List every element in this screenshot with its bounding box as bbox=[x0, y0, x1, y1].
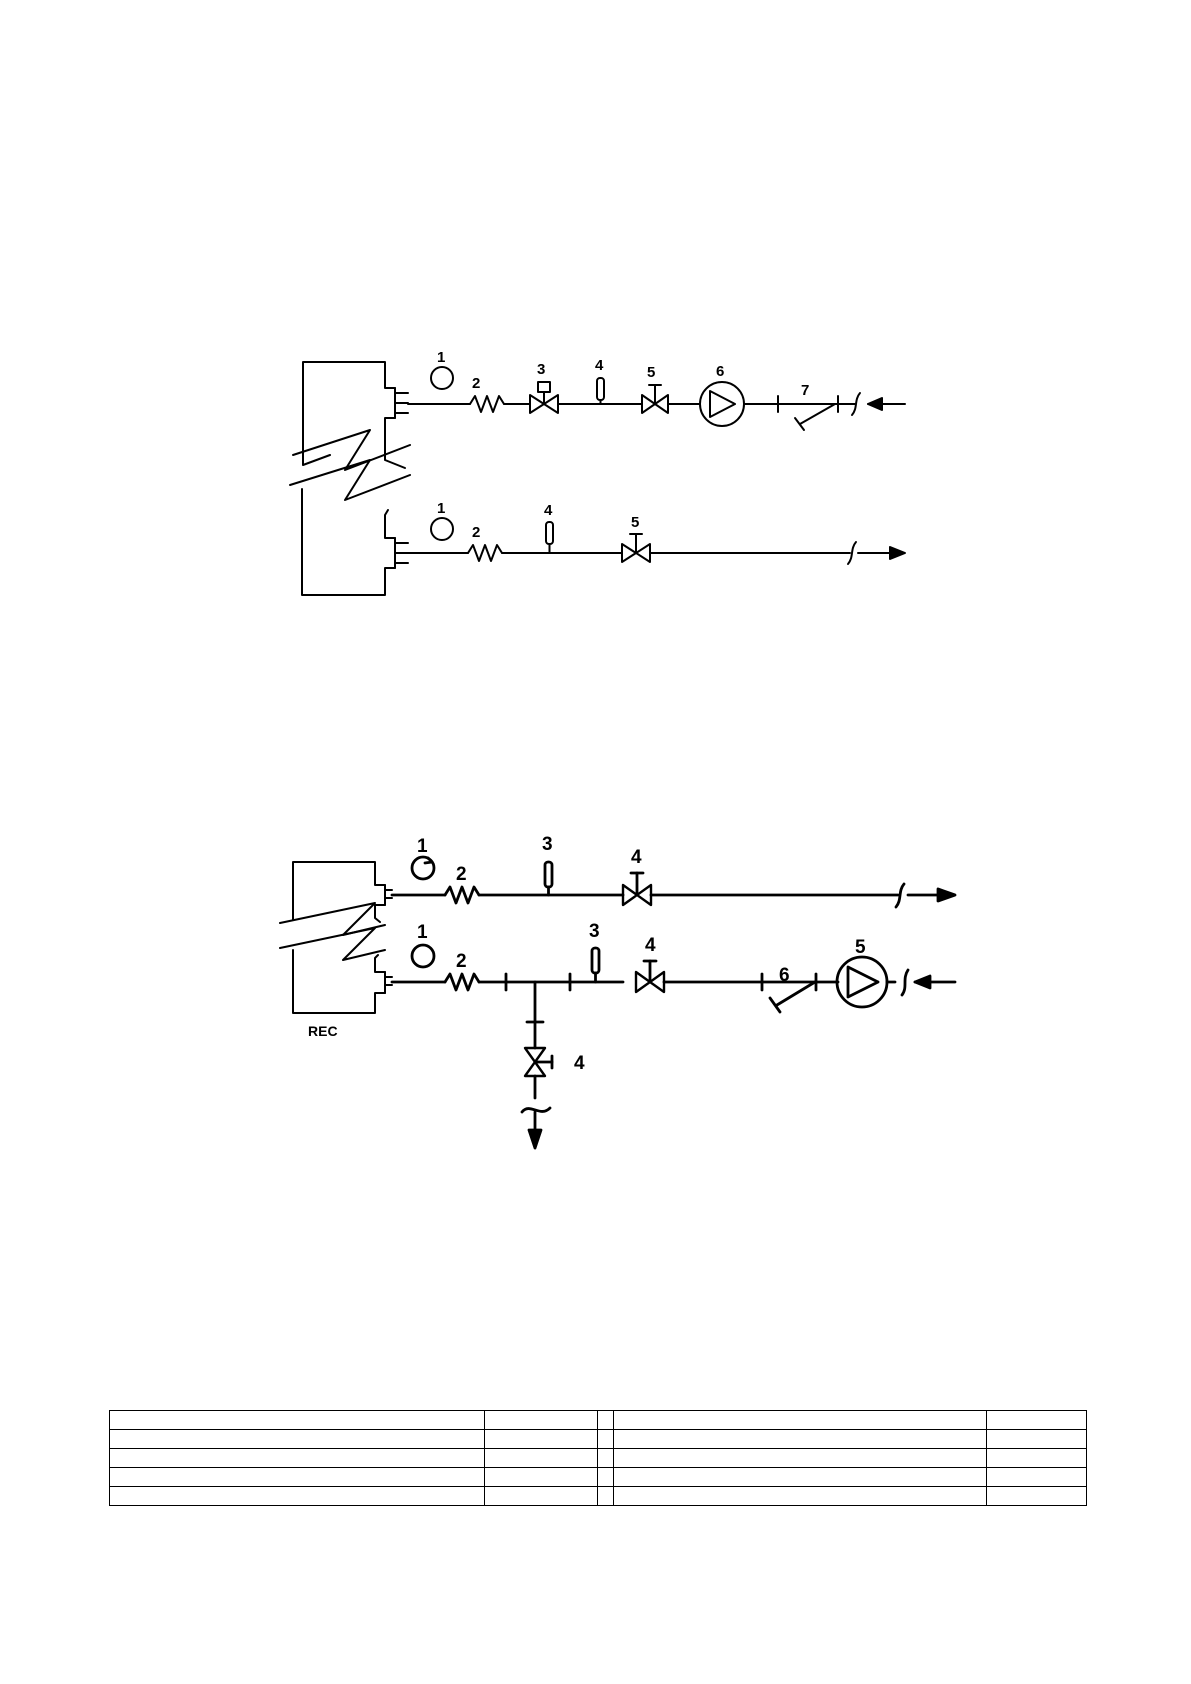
label-upper-flex-joint: 2 bbox=[456, 864, 467, 885]
table-cell bbox=[597, 1429, 614, 1449]
diagram-2: 1 2 3 4 1 2 3 4 5 6 4 REC bbox=[279, 834, 957, 1150]
pump-icon bbox=[699, 381, 745, 427]
label-upper-gauge: 1 bbox=[417, 836, 428, 857]
diagram-1-labels: 1 2 3 4 5 6 7 1 2 4 5 bbox=[437, 349, 809, 541]
label-return-shutoff-valve: 5 bbox=[631, 514, 639, 531]
flow-arrow-left-icon bbox=[867, 397, 883, 411]
table-cell bbox=[986, 1410, 1087, 1430]
table-row bbox=[109, 1467, 1087, 1487]
table-cell bbox=[597, 1410, 614, 1430]
lower-line-2 bbox=[390, 943, 957, 1014]
table-cell bbox=[597, 1467, 614, 1487]
table-cell bbox=[986, 1448, 1087, 1468]
supply-line-1 bbox=[407, 366, 906, 431]
table-cell bbox=[484, 1429, 598, 1449]
table-cell bbox=[109, 1448, 485, 1468]
label-gauge: 1 bbox=[437, 349, 445, 366]
unit-body-1 bbox=[289, 361, 411, 596]
table-cell bbox=[109, 1410, 485, 1430]
pressure-gauge-icon bbox=[430, 366, 454, 390]
table-row bbox=[109, 1429, 1087, 1449]
label-lower-pump: 5 bbox=[855, 937, 866, 958]
unit-body-2 bbox=[279, 861, 393, 1014]
table-cell bbox=[484, 1410, 598, 1430]
label-drain-valve: 4 bbox=[574, 1053, 585, 1074]
label-return-gauge: 1 bbox=[437, 500, 445, 517]
label-lower-valve: 4 bbox=[645, 935, 656, 956]
table-cell bbox=[613, 1448, 987, 1468]
label-shutoff-valve: 5 bbox=[647, 364, 655, 381]
shutoff-valve-icon bbox=[641, 384, 669, 414]
table-cell bbox=[597, 1448, 614, 1468]
table-cell bbox=[109, 1467, 485, 1487]
table-cell bbox=[484, 1467, 598, 1487]
table-cell bbox=[484, 1448, 598, 1468]
table-cell bbox=[597, 1486, 614, 1506]
return-line-1 bbox=[407, 517, 906, 565]
label-lower-strainer: 6 bbox=[779, 965, 790, 986]
label-upper-thermometer: 3 bbox=[542, 834, 553, 855]
label-strainer: 7 bbox=[801, 382, 809, 399]
label-thermometer: 4 bbox=[595, 357, 604, 374]
legend-table-body bbox=[109, 1410, 1087, 1506]
table-row bbox=[109, 1410, 1087, 1430]
label-pump: 6 bbox=[716, 363, 724, 380]
label-flex-joint: 2 bbox=[472, 375, 480, 392]
table-cell bbox=[484, 1486, 598, 1506]
legend-table bbox=[109, 1410, 1087, 1506]
label-return-flex-joint: 2 bbox=[472, 524, 480, 541]
label-motor-valve: 3 bbox=[537, 361, 545, 378]
table-cell bbox=[986, 1429, 1087, 1449]
motorized-valve-icon bbox=[529, 381, 559, 414]
drain-branch-2 bbox=[520, 980, 554, 1150]
table-cell bbox=[109, 1429, 485, 1449]
label-rec-unit: REC bbox=[308, 1023, 338, 1039]
table-row bbox=[109, 1486, 1087, 1506]
diagram-2-labels: 1 2 3 4 1 2 3 4 5 6 4 REC bbox=[308, 834, 866, 1074]
table-row bbox=[109, 1448, 1087, 1468]
table-cell bbox=[613, 1429, 987, 1449]
strainer-filter-icon bbox=[794, 403, 836, 431]
table-cell bbox=[613, 1410, 987, 1430]
pipe-break-icon bbox=[851, 392, 861, 416]
flexible-joint-icon bbox=[469, 395, 505, 413]
label-return-thermometer: 4 bbox=[544, 502, 553, 519]
table-cell bbox=[613, 1467, 987, 1487]
label-lower-gauge: 1 bbox=[417, 922, 428, 943]
label-lower-thermometer: 3 bbox=[589, 921, 600, 942]
table-cell bbox=[109, 1486, 485, 1506]
thermometer-icon bbox=[596, 377, 605, 405]
table-cell bbox=[986, 1467, 1087, 1487]
upper-line-2 bbox=[390, 855, 957, 909]
table-cell bbox=[986, 1486, 1087, 1506]
diagram-1: 1 2 3 4 5 6 7 1 2 4 5 bbox=[289, 349, 906, 596]
table-cell bbox=[613, 1486, 987, 1506]
label-upper-valve: 4 bbox=[631, 847, 642, 868]
label-lower-flex-joint: 2 bbox=[456, 951, 467, 972]
